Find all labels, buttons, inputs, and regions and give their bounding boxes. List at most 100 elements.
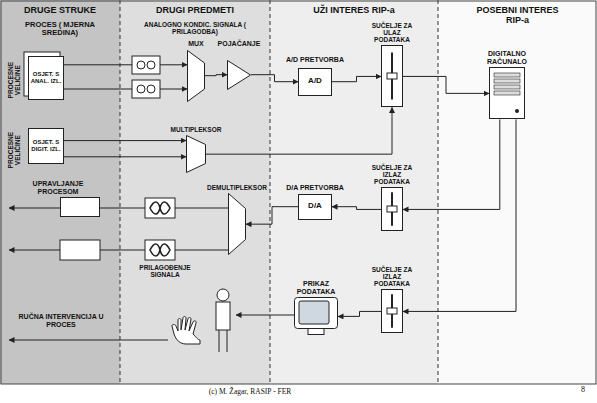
flow-arrow [64,89,187,90]
action-label: RUČNA INTERVENCIJA U PROCES [6,313,116,328]
adaptation-block [145,240,175,260]
ad-converter-shape: A/D [298,68,332,96]
column-header: DRUGI PREDMETI [125,6,265,16]
box-text: OSJET. S ANAL. IZL. [30,71,62,84]
output-interface-shape [381,289,403,333]
iface-outline [381,289,403,333]
amplifier-block: POJAČANJE [210,40,268,90]
sensor-box: OSJET. S ANAL. IZL. [28,56,64,100]
column-header: UŽI INTERES RIP-a [274,6,434,16]
column-fill [0,0,120,384]
iface-outline [381,187,403,231]
amplifier-block-shape [227,60,251,90]
demultiplexer-block-shape [228,193,246,255]
computer: DIGITALNO RAČUNALO [462,50,552,119]
column-band: POSEBNI INTERES RIP-aDIGITALNO RAČUNALO [438,0,597,384]
output-interface-shape [381,187,403,231]
block-heading: DEMULTIPLEKSOR [206,184,268,191]
box-text: OSJET. S DIGIT. IZL. [30,139,62,152]
flow-arrow [338,311,381,316]
hand-icon [172,317,200,345]
column-subheader: PROCES ( MJERNA SREDINA) [12,21,108,38]
box-text: A/D [308,77,322,86]
computer-shape [489,67,525,119]
axis-label: PROCESNE VELIČINE [7,128,21,172]
output-interface: SUČELJE ZA IZLAZ PODATAKA [362,164,422,231]
input-interface-shape [381,45,403,107]
column-header: DRUGE STRUKE [5,6,115,16]
column-divider [120,0,121,384]
column-fill [438,0,597,384]
page-number: 8 [574,386,592,395]
block-heading: SUČELJE ZA IZLAZ PODATAKA [371,266,413,287]
mon-outline [294,297,338,335]
axis-label-holder: PROCESNE VELIČINE [7,128,21,172]
sensor-box: OSJET. S DIGIT. IZL. [28,128,64,164]
block-heading: A/D PRETVORBA [281,56,349,64]
block-heading: POJAČANJE [211,40,267,48]
demultiplexer-block: DEMULTIPLEKSOR [205,184,269,255]
signal-wires [9,208,294,340]
flow-arrow [205,75,227,76]
control-box: UPRAVLJANJE PROCESOM [6,180,110,217]
block-heading: DIGITALNO RAČUNALO [472,50,542,65]
flow-arrow [403,119,516,311]
block-heading: SUČELJE ZA IZLAZ PODATAKA [371,164,413,185]
column-band: UŽI INTERES RIP-aA/D PRETVORBA A/D SUČELJE… [270,0,438,384]
page-number-holder: 8 [574,386,592,395]
display-monitor: PRIKAZ PODATAKA [280,280,352,335]
column-divider [438,0,439,384]
flow-arrow [332,76,381,81]
flow-arrow [64,156,186,157]
trap-outline [228,193,246,255]
display-monitor-shape [294,297,338,335]
block-heading: D/A PRETVORBA [281,184,349,192]
block-label: PRILAGOĐENJE SIGNALA [125,264,205,278]
block-heading: MUX [179,40,213,48]
flow-arrow [251,75,298,82]
block-heading: PRIKAZ PODATAKA [290,280,342,295]
column-fill [270,0,438,384]
frame [1,1,596,384]
block-heading: UPRAVLJANJE PROCESOM [27,180,89,195]
block-label-holder: PRILAGOĐENJE SIGNALA [125,264,205,278]
column-band: DRUGI PREDMETI ANALOGNO KONDIC. SIGNALA (… [120,0,270,384]
ad-converter: A/D PRETVORBA A/D [280,56,350,96]
trap-outline [187,50,205,102]
flow-arrow [64,64,187,65]
column-fill [120,0,270,384]
mux-block-shape [187,50,205,102]
flow-arrow [403,119,500,209]
control-box [60,240,100,260]
block-heading: MULTIPLEKSOR [161,126,231,133]
column-subheader: ANALOGNO KONDIC. SIGNALA ( PRILAGODBA) [139,21,251,35]
column-header: POSEBNI INTERES RIP-a [473,6,563,26]
conditioning-block [132,56,160,74]
flow-arrow [332,207,381,210]
adaptation-block [145,198,175,218]
axis-label: PROCESNE VELIČINE [7,58,21,102]
flow-arrow [206,107,392,154]
conditioning-block [132,80,160,98]
multiplexer-block: MULTIPLEKSOR [160,126,232,173]
input-interface: SUČELJE ZA ULAZ PODATAKA [362,22,422,107]
trap-outline [186,135,206,173]
iface-outline [381,45,403,107]
flow-arrow [64,140,186,141]
pc-outline [489,67,525,119]
copyright-note-holder: (c) M. Žagar, RASIP - FER [150,388,350,396]
mux-block: MUX [178,40,214,102]
block-heading: SUČELJE ZA ULAZ PODATAKA [371,22,413,43]
flow-arrow [246,207,298,224]
axis-label-holder: PROCESNE VELIČINE [7,58,21,102]
sensor-box-shape: OSJET. S ANAL. IZL. [28,56,64,100]
da-converter-shape: D/A [298,194,332,220]
operator-figure [216,289,230,352]
copyright-note: (c) M. Žagar, RASIP - FER [150,388,350,396]
da-converter: D/A PRETVORBA D/A [280,184,350,220]
column-divider [270,0,271,384]
flow-arrow [403,76,489,93]
sensor-box-shape: OSJET. S DIGIT. IZL. [28,128,64,164]
multiplexer-block-shape [186,135,206,173]
